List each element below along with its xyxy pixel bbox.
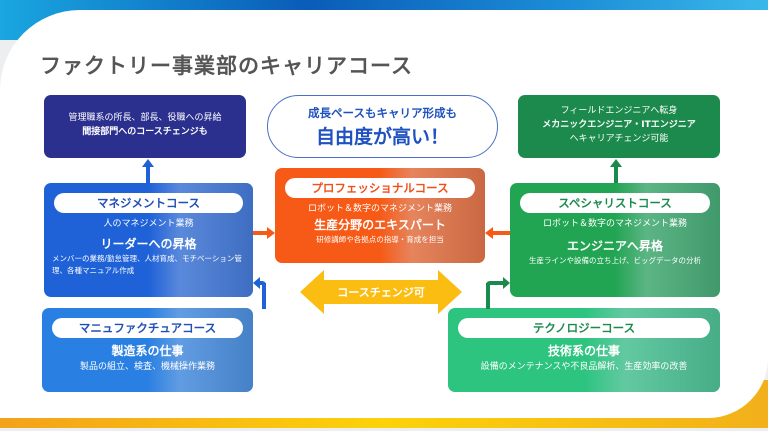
center-message: 成長ペースもキャリア形成も 自由度が高い！ [267,95,498,158]
arrow-technology-to-specialist [486,283,490,309]
arrow-specialist-to-professional [493,231,510,235]
technology-course: テクノロジーコース 技術系の仕事 設備のメンテナンスや不良品解析、生産効率の改善 [448,308,720,392]
arrow-management-to-professional [253,231,268,235]
management-course: マネジメントコース 人のマネジメント業務 リーダーへの昇格 メンバーの業務/勤怠… [44,183,253,297]
course-change-label: コースチェンジ可 [337,286,425,299]
arrow-head [142,159,154,167]
course-change-arrow [300,270,462,314]
specialist-course: スペシャリストコース ロボット＆数字のマネジメント業務 エンジニアへ昇格 生産ラ… [510,183,720,297]
management-outcome-box: 管理職系の所長、部長、役職への昇給 間接部門へのコースチェンジも [44,95,246,158]
professional-course: プロフェッショナルコース ロボット＆数字のマネジメント業務 生産分野のエキスパー… [275,168,485,263]
arrow-up-specialist [614,166,618,184]
page-title: ファクトリー事業部のキャリアコース [40,54,413,78]
specialist-outcome-box: フィールドエンジニアへ転身 メカニックエンジニア・ITエンジニア へキャリアチェ… [518,95,720,158]
arrow-manufacture-to-management [262,283,266,309]
arrow-up-management [146,166,150,184]
manufacture-course: マニュファクチュアコース 製造系の仕事 製品の組立、検査、機械操作業務 [42,308,253,392]
